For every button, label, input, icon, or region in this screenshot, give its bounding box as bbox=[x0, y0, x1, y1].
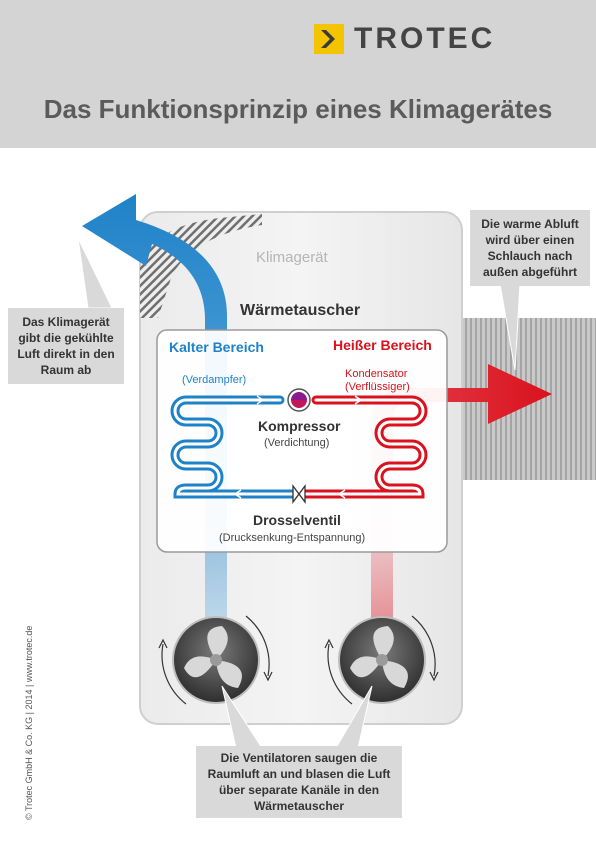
condenser-label-line1: Kondensator bbox=[345, 368, 408, 380]
heat-exchanger-label: Wärmetauscher bbox=[240, 302, 361, 319]
right-callout-line: Die warme Abluft bbox=[481, 217, 579, 231]
flow-arrow-bottom-right bbox=[337, 489, 360, 499]
condenser-label: Kondensator (Verflüssiger) bbox=[345, 368, 410, 394]
hot-zone-label: Heißer Bereich bbox=[333, 337, 432, 353]
valve-icon bbox=[292, 484, 306, 504]
left-callout-line: gibt die gekühlte bbox=[18, 331, 114, 345]
bottom-callout-line: über separate Kanäle in den bbox=[218, 783, 380, 797]
right-callout-line: wird über einen bbox=[485, 233, 575, 247]
flow-arrow-top-right bbox=[340, 395, 363, 405]
brand-logo: TROTEC bbox=[314, 22, 495, 56]
right-fan-icon bbox=[324, 615, 439, 705]
brand-name: TROTEC bbox=[354, 22, 496, 55]
condenser-label-line2: (Verflüssiger) bbox=[345, 381, 410, 393]
compressor-sublabel: (Verdichtung) bbox=[264, 437, 330, 449]
left-callout-pointer bbox=[77, 237, 113, 309]
bottom-callout-line: Wärmetauscher bbox=[253, 799, 345, 813]
left-callout: Das Klimagerät gibt die gekühlte Luft di… bbox=[8, 308, 124, 384]
copyright-text: © Trotec GmbH & Co. KG | 2014 | www.trot… bbox=[24, 625, 34, 820]
right-callout-line: Schlauch nach bbox=[487, 249, 573, 263]
page-title: Das Funktionsprinzip eines Klimagerätes bbox=[43, 94, 553, 124]
left-callout-line: Raum ab bbox=[40, 363, 92, 377]
right-callout: Die warme Abluft wird über einen Schlauc… bbox=[470, 210, 590, 286]
left-callout-line: Luft direkt in den bbox=[17, 347, 115, 361]
right-callout-line: außen abgeführt bbox=[482, 265, 577, 279]
bottom-callout: Die Ventilatoren saugen die Raumluft an … bbox=[196, 746, 402, 818]
evaporator-label: (Verdampfer) bbox=[182, 374, 247, 386]
compressor-label: Kompressor bbox=[258, 418, 341, 434]
header-bar bbox=[0, 0, 596, 148]
bottom-callout-line: Die Ventilatoren saugen die bbox=[220, 751, 378, 765]
left-fan-icon bbox=[158, 615, 273, 705]
valve-label: Drosselventil bbox=[253, 512, 341, 528]
compressor-icon bbox=[287, 388, 311, 412]
bottom-callout-line: Raumluft an und blasen die Luft bbox=[207, 767, 391, 781]
device-label: Klimagerät bbox=[256, 249, 328, 266]
flow-arrow-bottom-left bbox=[233, 489, 256, 499]
trotec-logo-icon bbox=[314, 24, 344, 54]
valve-sublabel: (Drucksenkung-Entspannung) bbox=[219, 532, 366, 544]
cold-zone-label: Kalter Bereich bbox=[169, 339, 264, 355]
left-callout-line: Das Klimagerät bbox=[22, 315, 110, 329]
cold-air-arrow bbox=[82, 194, 228, 470]
flow-arrow-top-left bbox=[242, 395, 265, 405]
ac-diagram bbox=[77, 194, 596, 749]
